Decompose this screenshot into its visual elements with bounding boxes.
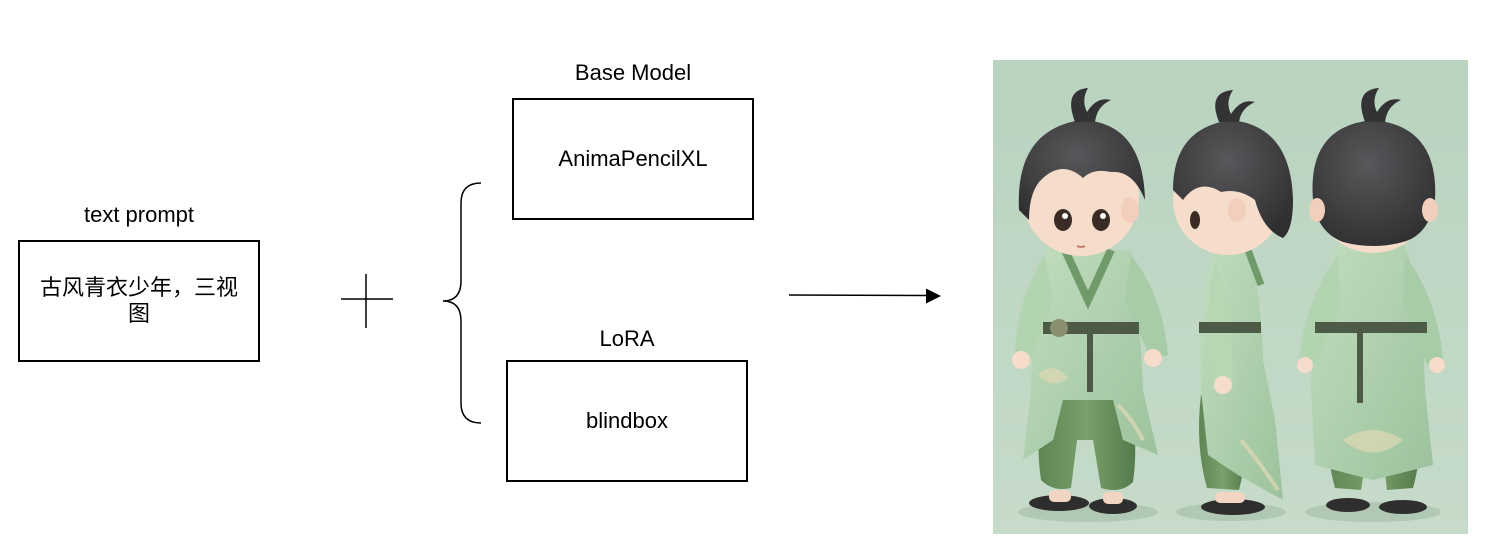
output-character-image (993, 60, 1468, 534)
character-back-view (1297, 88, 1445, 522)
base-model-label: Base Model (574, 60, 692, 85)
text-prompt-box: 古风青衣少年，三视图 (18, 240, 260, 362)
base-model-box: AnimaPencilXL (512, 98, 754, 220)
lora-box: blindbox (506, 360, 748, 482)
text-prompt-content: 古风青衣少年，三视图 (39, 275, 238, 326)
text-prompt-label: text prompt (83, 202, 195, 227)
curly-brace (442, 182, 482, 424)
lora-label: LoRA (599, 326, 655, 351)
plus-icon (341, 274, 393, 328)
arrow-right-icon (788, 288, 941, 304)
base-model-name: AnimaPencilXL (558, 146, 708, 171)
lora-name: blindbox (586, 408, 668, 433)
character-side-view (1173, 90, 1293, 521)
character-front-view (1012, 88, 1168, 522)
